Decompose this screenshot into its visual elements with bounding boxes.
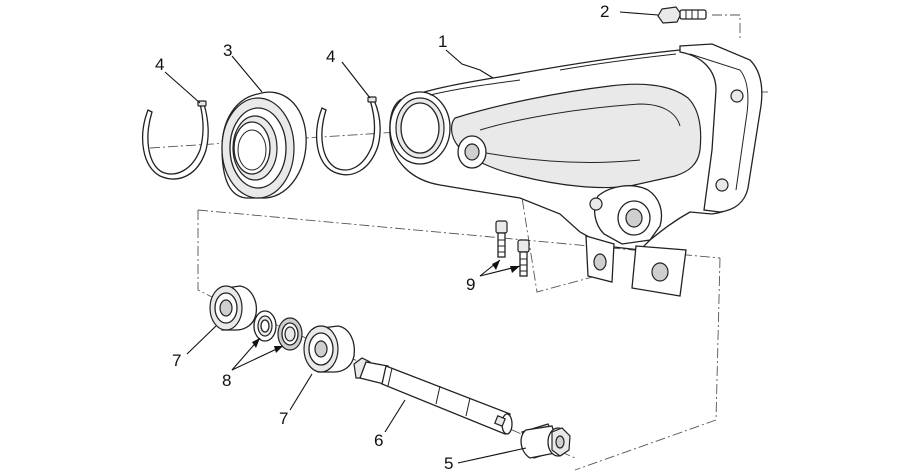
- spacer-ring-small: [253, 310, 277, 342]
- pivot-shaft: [353, 357, 513, 435]
- callout-4-right: 4: [326, 47, 335, 66]
- callout-3: 3: [223, 41, 232, 60]
- circlip-right: [316, 96, 381, 176]
- leader-arrowheads: [252, 260, 520, 353]
- cap-screw-upper: [495, 220, 508, 258]
- callout-7-right: 7: [279, 409, 288, 428]
- bearing-housing: [221, 91, 307, 199]
- cap-screw-lower: [517, 239, 530, 277]
- swingarm-housing: [389, 43, 763, 297]
- spacer-ring-dark: [277, 317, 303, 351]
- callout-4-left: 4: [155, 55, 164, 74]
- callout-6: 6: [374, 431, 383, 450]
- callout-2: 2: [600, 2, 609, 21]
- callout-1: 1: [438, 32, 447, 51]
- bearing-left: [209, 285, 258, 331]
- circlip-left: [142, 100, 209, 180]
- hex-bolt-top: [657, 6, 707, 24]
- callout-7-left: 7: [172, 351, 181, 370]
- bearing-right: [303, 325, 356, 373]
- callout-labels: 1 2 3 4 4 5 6 7 7 8 9: [155, 2, 609, 473]
- leader-lines: [164, 11, 659, 464]
- callout-5: 5: [444, 454, 453, 473]
- callout-8: 8: [222, 371, 231, 390]
- shaft-nut-sleeve: [520, 423, 571, 459]
- callout-9: 9: [466, 275, 475, 294]
